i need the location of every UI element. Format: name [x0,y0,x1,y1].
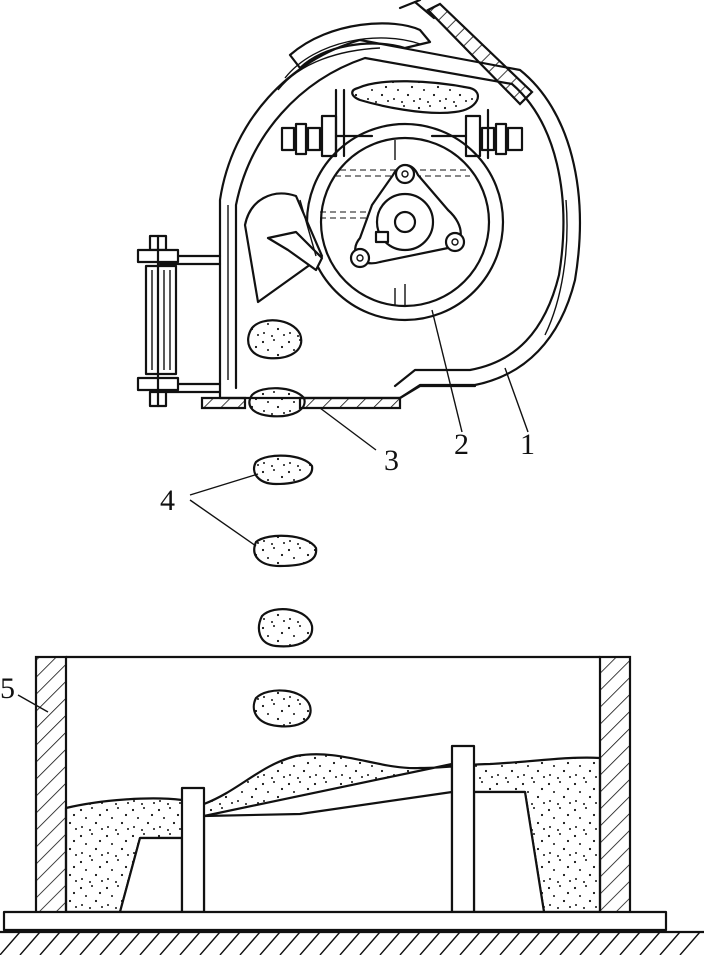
label-impeller: 2 [454,428,469,461]
clump [252,689,312,728]
roller-bracket [136,234,222,408]
casing-outer [218,38,581,400]
slinger-head [218,0,581,400]
clump [252,454,314,486]
sand-clumps [247,319,318,728]
sand-stream [351,80,479,114]
pattern-top [202,790,454,818]
sprue-right [450,744,476,914]
flask-wall-left [34,655,68,915]
clump [248,387,306,418]
mould-board [2,910,668,932]
discharge-opening [200,384,477,410]
flask [2,655,668,932]
top-cover [288,22,432,70]
label-flask: 5 [0,672,15,705]
leader-lines [17,309,529,713]
inlet-chute [426,2,534,106]
clump [247,319,303,360]
roller [144,264,178,376]
clump [257,608,314,648]
ground [0,930,704,955]
bearing-right [430,108,524,160]
clump [253,534,318,568]
sprue-left [180,786,206,914]
casing-inner [234,56,565,390]
label-casing: 1 [520,428,535,461]
flask-wall-right [598,655,632,915]
label-sand-clumps: 4 [160,484,175,517]
impeller-hub [375,192,435,252]
label-discharge: 3 [384,444,399,477]
